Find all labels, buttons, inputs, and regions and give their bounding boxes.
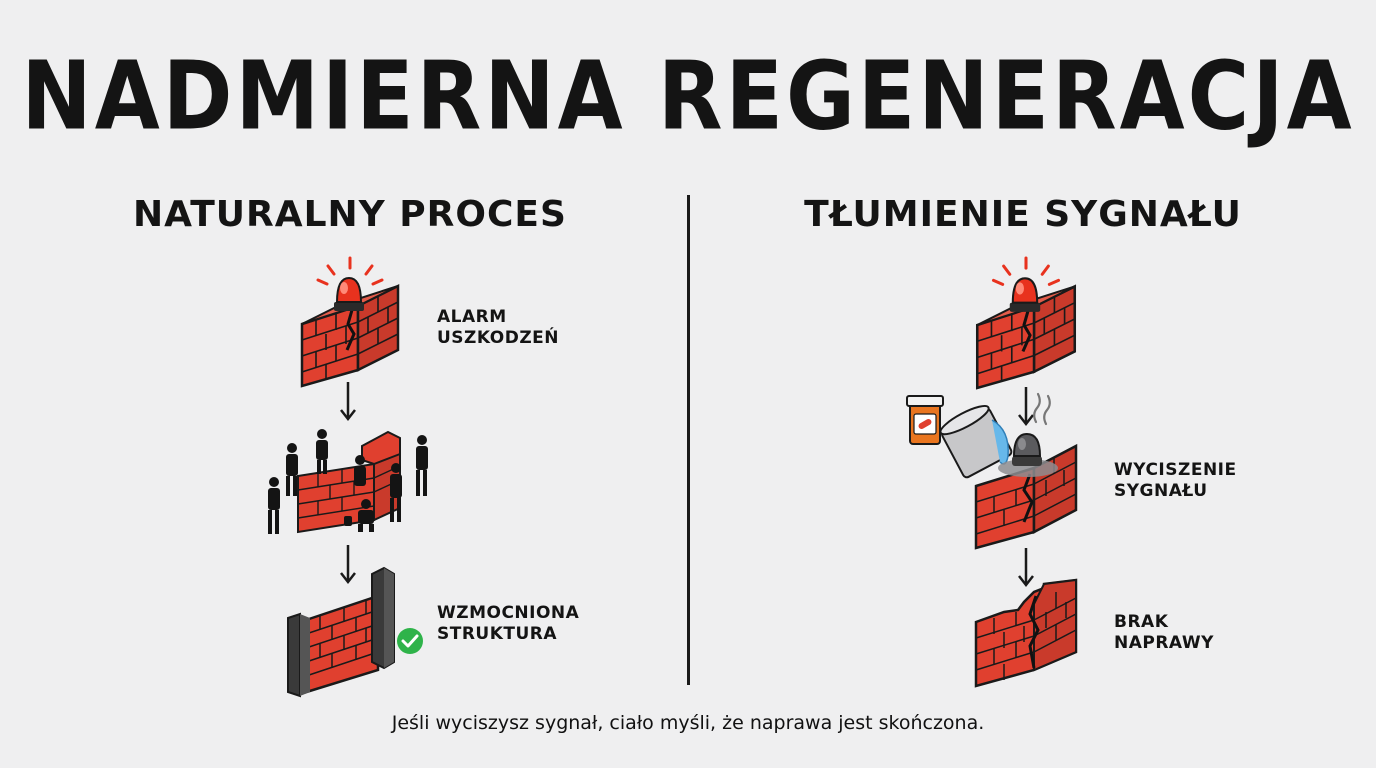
column-divider [687, 195, 690, 685]
step-label-reinforced: WZMOCNIONA STRUKTURA [437, 603, 580, 644]
right-column-heading: TŁUMIENIE SYGNAŁU [804, 194, 1242, 235]
broken-wall-icon [974, 578, 1078, 688]
step-label-alarm: ALARM USZKODZEŃ [437, 307, 560, 348]
workers-repair-icon [268, 429, 428, 534]
page-title: NADMIERNA REGENERACJA [21, 41, 1355, 151]
alarm-wall-icon [300, 256, 400, 388]
check-icon [397, 628, 423, 654]
silenced-alarm-wall-icon [906, 392, 1078, 550]
arrow-down-icon [1018, 548, 1034, 588]
reinforced-wall-icon [287, 566, 395, 698]
left-column-heading: NATURALNY PROCES [133, 194, 567, 235]
arrow-down-icon [340, 382, 356, 422]
arrow-down-icon [1018, 387, 1034, 427]
caption: Jeśli wyciszysz sygnał, ciało myśli, że … [391, 712, 985, 734]
alarm-wall-icon [975, 256, 1077, 390]
step-label-no-repair: BRAK NAPRAWY [1114, 612, 1214, 653]
step-label-silenced: WYCISZENIE SYGNAŁU [1114, 460, 1237, 501]
arrow-down-icon [340, 545, 356, 585]
